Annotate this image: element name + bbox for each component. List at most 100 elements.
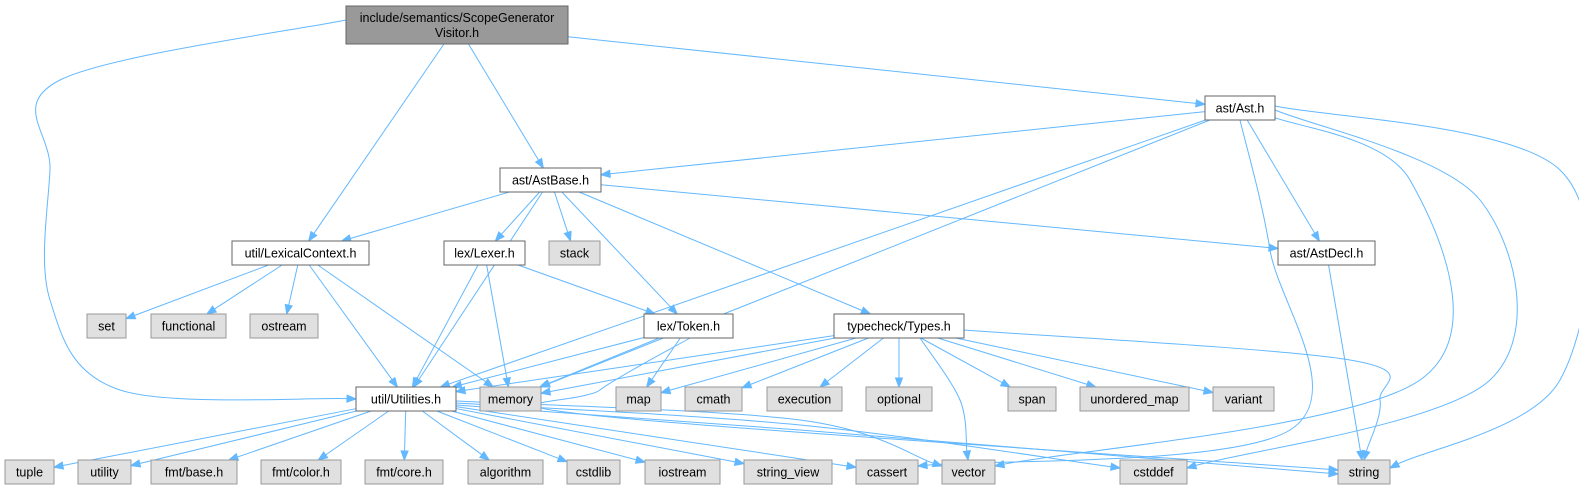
- node-label: ast/AstDecl.h: [1290, 247, 1364, 261]
- node-utilities[interactable]: util/Utilities.h: [355, 386, 457, 412]
- edge-utilities-to-fmtbase: [237, 410, 372, 458]
- edge-lexctx-to-ostream: [288, 264, 299, 306]
- edge-lexer-to-memory: [486, 264, 508, 379]
- edge-arrowhead: [539, 387, 552, 396]
- edge-utilities-to-utility: [139, 410, 357, 464]
- edge-astbase-to-lexer: [501, 191, 541, 235]
- node-box: [941, 459, 996, 485]
- node-box: [150, 313, 227, 339]
- edge-arrowhead: [494, 231, 505, 243]
- node-label: lex/Token.h: [657, 320, 720, 334]
- edge-utilities-to-string_view: [455, 408, 736, 463]
- edge-arrowhead: [1110, 462, 1122, 471]
- node-label: vector: [951, 466, 985, 480]
- node-label: cmath: [696, 393, 730, 407]
- node-box: [150, 459, 238, 485]
- node-stack: stack: [548, 240, 601, 266]
- node-label: set: [98, 320, 115, 334]
- edge-arrowhead: [124, 311, 137, 320]
- edge-arrowhead: [502, 376, 511, 389]
- edge-arrowhead: [667, 304, 679, 316]
- node-memory: memory: [479, 386, 542, 412]
- edge-arrowhead: [478, 450, 491, 461]
- node-cmath: cmath: [684, 386, 743, 412]
- edge-types-to-variant: [955, 337, 1205, 392]
- node-box: [615, 386, 662, 412]
- edge-astbase-to-lexctx: [350, 191, 510, 239]
- node-label: ostream: [261, 320, 306, 334]
- node-box: [865, 386, 933, 412]
- edge-arrowhead: [894, 377, 904, 389]
- node-root[interactable]: include/semantics/ScopeGeneratorVisitor.…: [345, 5, 569, 45]
- edge-arrowhead: [993, 459, 1006, 469]
- node-box: [499, 167, 602, 193]
- edge-types-to-map: [669, 337, 857, 391]
- node-types[interactable]: typecheck/Types.h: [833, 313, 965, 339]
- edge-arrowhead: [205, 305, 218, 315]
- node-token[interactable]: lex/Token.h: [643, 313, 734, 339]
- node-vector: vector: [941, 459, 996, 485]
- edge-lexer-to-token: [517, 264, 647, 312]
- edge-arrowhead: [129, 459, 142, 468]
- node-label: util/LexicalContext.h: [245, 247, 357, 261]
- node-box: [643, 313, 734, 339]
- edge-arrowhead: [931, 459, 944, 468]
- edge-root-to-astbase: [468, 43, 540, 161]
- node-box: [364, 459, 444, 485]
- node-lexer[interactable]: lex/Lexer.h: [443, 240, 526, 266]
- node-label: typecheck/Types.h: [847, 320, 951, 334]
- edge-types-to-vector: [919, 337, 968, 452]
- edge-ast-to-memory: [548, 119, 1211, 385]
- edge-types-to-span: [920, 337, 1003, 384]
- node-label: fmt/color.h: [272, 466, 330, 480]
- edge-arrowhead: [1202, 386, 1215, 395]
- edge-arrowhead: [1388, 459, 1401, 469]
- edge-arrowhead: [962, 450, 971, 462]
- node-box: [77, 459, 132, 485]
- edge-arrowhead: [483, 378, 495, 388]
- node-label: variant: [1225, 393, 1263, 407]
- edge-arrowhead: [563, 230, 572, 243]
- node-box: [1079, 386, 1190, 412]
- edge-arrowhead: [538, 379, 551, 388]
- edge-utilities-to-iostream: [451, 410, 637, 461]
- edge-arrowhead: [845, 461, 858, 471]
- node-label: unordered_map: [1090, 393, 1178, 407]
- node-box: [86, 313, 127, 339]
- edge-lexctx-to-memory: [317, 264, 487, 383]
- edge-lexctx-to-functional: [214, 264, 283, 310]
- node-label: fmt/core.h: [376, 466, 432, 480]
- edge-token-to-map: [651, 337, 681, 380]
- node-label: tuple: [16, 466, 43, 480]
- edge-utilities-to-fmtcore: [404, 410, 407, 452]
- node-lexctx[interactable]: util/LexicalContext.h: [231, 240, 370, 266]
- edge-astbase-to-types: [578, 191, 863, 311]
- node-box: [467, 459, 544, 485]
- node-ast[interactable]: ast/Ast.h: [1204, 95, 1276, 121]
- edge-ast-to-vector: [1003, 115, 1454, 465]
- node-astdecl[interactable]: ast/AstDecl.h: [1277, 240, 1376, 266]
- edge-root-to-utilities: [35, 19, 348, 401]
- node-label: cstdlib: [576, 466, 611, 480]
- node-box: [855, 459, 919, 485]
- edge-astbase-to-utilities: [418, 191, 543, 380]
- node-map: map: [615, 386, 662, 412]
- edge-arrowhead: [916, 460, 928, 470]
- edge-arrowhead: [227, 452, 240, 461]
- nodes-layer: include/semantics/ScopeGeneratorVisitor.…: [4, 5, 1391, 485]
- edge-arrowhead: [411, 376, 421, 389]
- node-box: [743, 459, 833, 485]
- edge-arrowhead: [740, 380, 753, 389]
- edge-utilities-to-tuple: [62, 408, 357, 467]
- edge-arrowhead: [999, 378, 1012, 388]
- node-cassert: cassert: [855, 459, 919, 485]
- edge-root-to-lexctx: [313, 43, 445, 234]
- edge-arrowhead: [454, 386, 467, 395]
- edge-arrowhead: [346, 394, 358, 403]
- node-label: iostream: [659, 466, 707, 480]
- node-box: [260, 459, 342, 485]
- node-astbase[interactable]: ast/AstBase.h: [499, 167, 602, 193]
- node-label: utility: [90, 466, 119, 480]
- node-label: include/semantics/ScopeGenerator: [360, 11, 555, 25]
